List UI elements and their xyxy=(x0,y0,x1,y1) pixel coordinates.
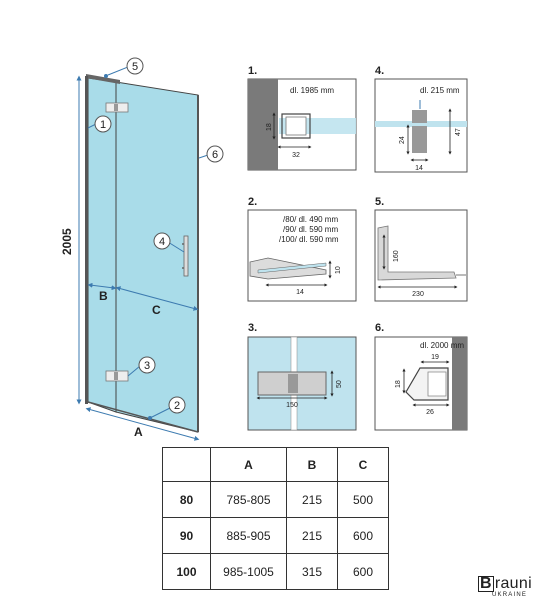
callout-4-label: 4 xyxy=(159,236,165,248)
door-handle xyxy=(183,235,189,277)
table-row: 100 985-1005 315 600 xyxy=(162,553,389,590)
dim-c-arrow xyxy=(115,286,199,311)
detail-5-dim-230: 230 xyxy=(412,291,424,298)
table-cell: 600 xyxy=(337,517,389,554)
table-cell: 90 xyxy=(162,517,211,554)
detail-3-dim-50: 50 xyxy=(336,380,343,388)
detail-6-dim-19: 19 xyxy=(431,354,439,361)
top-profile xyxy=(86,74,120,84)
detail-5-dim-160: 160 xyxy=(393,250,400,262)
table-cell: 100 xyxy=(162,553,211,590)
hinge-top-inner xyxy=(114,104,118,111)
callout-3-label: 3 xyxy=(144,360,150,372)
detail-2-note-80: /80/ dl. 490 mm xyxy=(283,215,338,224)
detail-1-note: dl. 1985 mm xyxy=(290,86,334,95)
detail-3: 3. 50 150 xyxy=(247,322,357,431)
callout-6: 6 xyxy=(198,145,224,163)
dimensions-table: A B C 80 785-805 215 500 90 885-905 215 … xyxy=(162,447,389,590)
door-glass-edge xyxy=(452,337,467,430)
detail-4: 4. dl. 215 mm 24 47 14 xyxy=(374,65,468,173)
detail-4-number: 4. xyxy=(375,65,384,77)
dim-b-arrow xyxy=(87,282,117,291)
table-cell: 785-805 xyxy=(210,481,287,518)
callout-2-label: 2 xyxy=(174,400,180,412)
detail-6-number: 6. xyxy=(375,322,384,334)
callout-1: 1 xyxy=(87,115,112,133)
detail-6-dim-26: 26 xyxy=(426,409,434,416)
callout-1-label: 1 xyxy=(100,119,106,131)
table-cell: 80 xyxy=(162,481,211,518)
table-header-cell: A xyxy=(210,447,287,482)
table-cell: 215 xyxy=(286,481,338,518)
detail-5-number: 5. xyxy=(375,196,384,208)
detail-2-note-100: /100/ dl. 590 mm xyxy=(279,235,339,244)
detail-5: 5. 160 230 xyxy=(374,196,468,302)
callout-5-label: 5 xyxy=(132,61,138,73)
detail-1: 1. dl. 1985 mm 18 32 xyxy=(247,65,357,171)
detail-3-dim-150: 150 xyxy=(286,402,298,409)
table-cell: 315 xyxy=(286,553,338,590)
brand-logo-country: UKRAINE xyxy=(492,592,528,598)
table-row: 80 785-805 215 500 xyxy=(162,481,389,518)
table-cell: 500 xyxy=(337,481,389,518)
detail-6-note: dl. 2000 mm xyxy=(420,341,464,350)
table-row: 90 885-905 215 600 xyxy=(162,517,389,554)
table-cell: 985-1005 xyxy=(210,553,287,590)
dim-height-label: 2005 xyxy=(60,228,74,255)
table-cell: 885-905 xyxy=(210,517,287,554)
dim-b-label: B xyxy=(99,289,108,303)
detail-6-dim-18: 18 xyxy=(395,380,402,388)
callout-6-label: 6 xyxy=(212,149,218,161)
detail-2-note-90: /90/ dl. 590 mm xyxy=(283,225,338,234)
dim-a-arrow xyxy=(85,407,200,441)
table-header-cell xyxy=(162,447,211,482)
brand-logo-initial: B xyxy=(478,575,494,592)
table-header-row: A B C xyxy=(162,447,389,482)
detail-1-dim-32: 32 xyxy=(292,152,300,159)
callout-2: 2 xyxy=(148,396,186,420)
table-header-cell: C xyxy=(337,447,389,482)
detail-4-dim-24: 24 xyxy=(399,136,406,144)
detail-6: 6. dl. 2000 mm 19 18 26 xyxy=(374,322,468,431)
callout-3: 3 xyxy=(127,356,156,377)
detail-1-dim-18: 18 xyxy=(266,123,273,131)
brand-logo-name: rauni xyxy=(494,575,532,592)
detail-4-dim-47: 47 xyxy=(455,128,462,136)
detail-1-number: 1. xyxy=(248,65,257,77)
table-header-cell: B xyxy=(286,447,338,482)
detail-2-dim-10: 10 xyxy=(335,266,342,274)
detail-4-note: dl. 215 mm xyxy=(420,86,460,95)
detail-4-dim-14: 14 xyxy=(415,165,423,172)
detail-2-dim-14: 14 xyxy=(296,289,304,296)
detail-3-number: 3. xyxy=(248,322,257,334)
detail-2: 2. /80/ dl. 490 mm /90/ dl. 590 mm /100/… xyxy=(247,196,357,302)
wall-section xyxy=(248,79,278,170)
detail-2-number: 2. xyxy=(248,196,257,208)
main-door-drawing: B C A 2005 1 5 6 4 xyxy=(60,57,224,441)
dim-c-label: C xyxy=(152,303,161,317)
callout-5: 5 xyxy=(104,57,144,78)
table-cell: 600 xyxy=(337,553,389,590)
door-edge-profile xyxy=(197,95,199,432)
dim-a-label: A xyxy=(134,425,143,439)
hinge-bottom-inner xyxy=(114,372,118,380)
callout-4: 4 xyxy=(153,232,185,253)
table-cell: 215 xyxy=(286,517,338,554)
wall-profile xyxy=(85,76,88,404)
